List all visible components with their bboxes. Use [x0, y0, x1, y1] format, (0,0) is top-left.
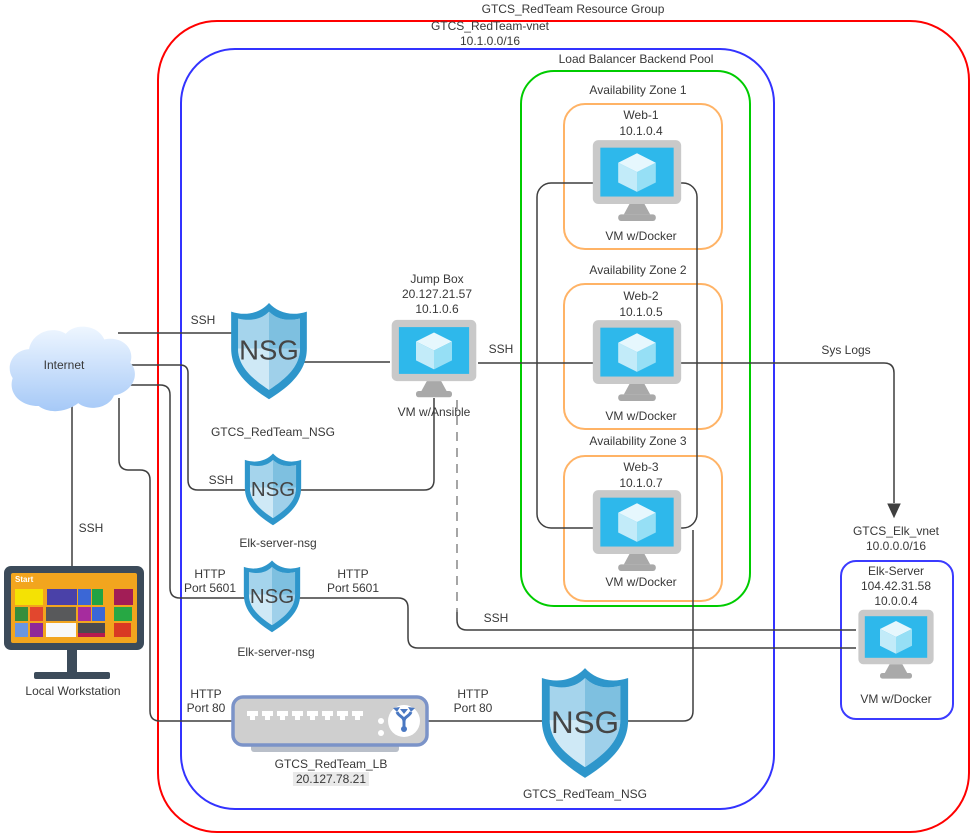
internet-cloud-icon: [9, 326, 135, 412]
zone-2-title: Availability Zone 2: [589, 263, 687, 277]
workstation-label: Local Workstation: [25, 684, 121, 698]
web3-name: Web-3: [623, 460, 659, 474]
resource-group-title: GTCS_RedTeam Resource Group: [481, 2, 665, 16]
wire-jumpbox-to-elk-ssh: [456, 610, 856, 631]
edge-http5601-left-line2: Port 5601: [183, 581, 237, 595]
wire-jumpbox-ssh-syslogs: [478, 362, 895, 503]
nsg-main-label: GTCS_RedTeam_NSG: [210, 425, 336, 439]
web2-name: Web-2: [623, 289, 659, 303]
vnet-bottom-nsg-label: GTCS_RedTeam_NSG: [522, 787, 648, 801]
edge-http80-right-line1: HTTP: [457, 687, 489, 701]
jumpbox-caption: VM w/Ansible: [397, 405, 471, 419]
jumpbox-vm-monitor-icon: [391, 319, 477, 398]
workstation-stand: [67, 650, 77, 674]
edge-http5601-right-line2: Port 5601: [326, 581, 380, 595]
elk-vm-monitor-icon: [858, 609, 934, 679]
vnet-cidr: 10.1.0.0/16: [459, 34, 521, 48]
edge-ssh-internet-elk-nsg: SSH: [208, 473, 234, 487]
nsg-shield-icon-elk-http: NSG: [243, 560, 301, 633]
resource-group-boundary: [157, 20, 970, 833]
workstation-start-text: Start: [15, 575, 34, 584]
load-balancer-icon: [231, 695, 429, 752]
wire-internet-to-elknsg-ssh: [116, 364, 435, 491]
workstation-screen: Start: [11, 573, 137, 643]
edge-http5601-right-line1: HTTP: [337, 567, 369, 581]
web1-caption: VM w/Docker: [605, 229, 677, 243]
edge-http5601-left: HTTP Port 5601: [184, 567, 236, 595]
edge-ssh-internet-nsg: SSH: [190, 313, 216, 327]
web1-ip: 10.1.0.4: [619, 124, 663, 138]
nsg-elk-ssh-text: NSG: [251, 478, 295, 501]
edge-http80-left-line2: Port 80: [186, 701, 226, 715]
web3-vm-monitor-icon: [592, 490, 682, 571]
elk-vnet-cidr: 10.0.0.0/16: [865, 539, 927, 553]
nsg-shield-icon-elk-ssh: NSG: [244, 453, 302, 526]
wire-internet-to-lb-http80: [118, 398, 234, 722]
internet-label: Internet: [43, 358, 85, 372]
jumpbox-public-ip: 20.127.21.57: [401, 287, 473, 301]
jumpbox-name: Jump Box: [410, 272, 464, 286]
elk-vnet-boundary: [840, 560, 954, 720]
web3-caption: VM w/Docker: [605, 575, 677, 589]
web2-vm-monitor-icon: [592, 320, 682, 401]
web1-vm-monitor-icon: [592, 140, 682, 221]
edge-http80-right-line2: Port 80: [453, 701, 493, 715]
jumpbox-private-ip: 10.1.0.6: [415, 302, 459, 316]
lb-public-ip-value: 20.127.78.21: [292, 772, 370, 786]
wire-lb-to-pool: [428, 530, 694, 722]
edge-ssh-jump-elk: SSH: [483, 611, 509, 625]
nsg-shield-icon-main: NSG: [231, 302, 307, 400]
edge-http80-left: HTTP Port 80: [187, 687, 226, 715]
elk-vnet-title: GTCS_Elk_vnet: [852, 524, 940, 538]
edge-sys-logs: Sys Logs: [821, 343, 871, 357]
nsg-elk-http-text: NSG: [250, 585, 294, 608]
nsg-shield-icon-bottom: NSG: [541, 668, 629, 778]
backend-pool-boundary: [520, 70, 751, 607]
edge-http80-right: HTTP Port 80: [454, 687, 493, 715]
nsg-main-text: NSG: [239, 335, 299, 366]
elk-server-public-ip: 104.42.31.58: [860, 579, 932, 593]
web1-name: Web-1: [623, 108, 659, 122]
edge-ssh-jump-pool: SSH: [488, 342, 514, 356]
lb-public-ip: 20.127.78.21: [292, 772, 370, 786]
backend-pool-title: Load Balancer Backend Pool: [558, 52, 714, 66]
vnet-boundary: [180, 48, 775, 810]
elk-server-caption: VM w/Docker: [860, 692, 932, 706]
workstation-base: [34, 672, 110, 679]
web2-ip: 10.1.0.5: [619, 305, 663, 319]
edge-ssh-workstation: SSH: [78, 521, 104, 535]
vnet-title: GTCS_RedTeam-vnet: [430, 19, 550, 33]
web2-caption: VM w/Docker: [605, 409, 677, 423]
elk-server-private-ip: 10.0.0.4: [874, 594, 918, 608]
availability-zone-2-boundary: [563, 283, 723, 430]
edge-http80-left-line1: HTTP: [190, 687, 222, 701]
edge-http5601-right: HTTP Port 5601: [327, 567, 379, 595]
lb-name: GTCS_RedTeam_LB: [274, 757, 388, 771]
workstation-icon: Start: [4, 566, 144, 650]
arrow-down-icon: [887, 503, 901, 519]
nsg-elk-http-label: Elk-server-nsg: [237, 645, 315, 659]
zone-1-title: Availability Zone 1: [589, 83, 687, 97]
web3-ip: 10.1.0.7: [619, 476, 663, 490]
zone-3-title: Availability Zone 3: [589, 434, 687, 448]
elk-server-name: Elk-Server: [867, 564, 925, 578]
availability-zone-1-boundary: [563, 103, 723, 250]
nsg-elk-ssh-label: Elk-server-nsg: [239, 536, 317, 550]
edge-http5601-left-line1: HTTP: [194, 567, 226, 581]
nsg-bottom-text: NSG: [551, 705, 619, 740]
